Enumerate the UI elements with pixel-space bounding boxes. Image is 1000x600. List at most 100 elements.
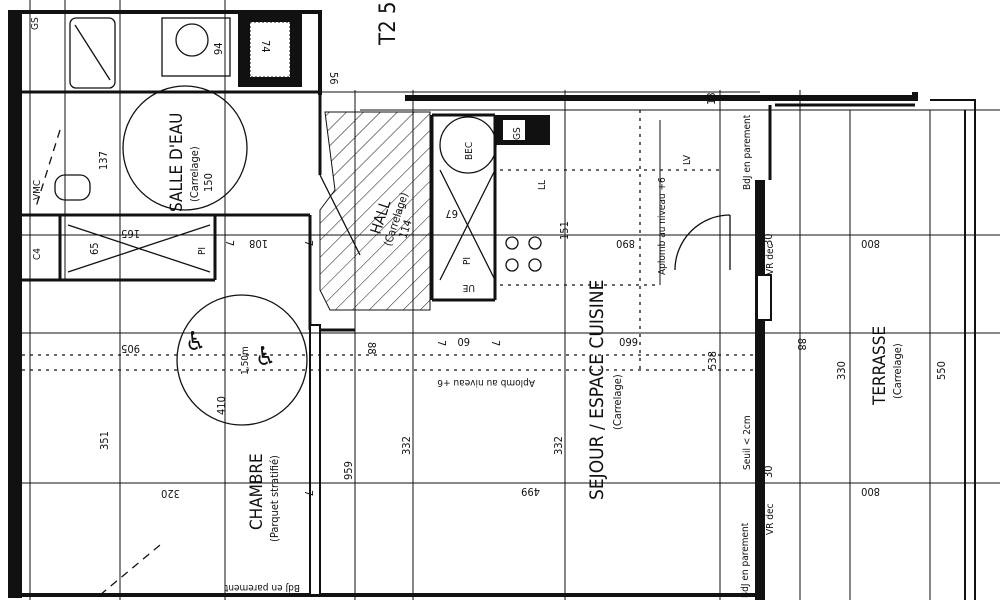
gs-label-2: GS (30, 17, 41, 30)
dim: 410 (215, 396, 228, 415)
dim: 56 (327, 72, 340, 85)
hall-hatched-area (319, 111, 431, 311)
lv-label: LV (682, 154, 693, 165)
dim: 330 (835, 361, 848, 380)
dim: 332 (400, 436, 413, 455)
dim: 30 (762, 465, 775, 478)
west-wall (8, 10, 22, 598)
dim: 88 (365, 342, 378, 355)
washbasin-bowl (175, 23, 209, 57)
pi-label-2: PI (197, 247, 208, 255)
ll-label: LL (537, 180, 548, 190)
dim: 7 (302, 490, 315, 496)
dim: 88 (795, 338, 808, 351)
dim: 890 (616, 237, 635, 250)
dim: 151 (558, 221, 571, 240)
dim: 30 (762, 233, 775, 246)
c4-label: C4 (32, 248, 43, 260)
svg-text:♿: ♿ (255, 342, 276, 372)
svg-text:♿: ♿ (185, 327, 206, 357)
dim: 538 (706, 351, 719, 370)
dim: 18 (705, 92, 718, 105)
bec-label: BEC (464, 142, 475, 160)
room-area-hall: 114 (396, 218, 414, 240)
fixtures (34, 17, 731, 596)
vr-dec-label-2: VR dec (765, 503, 776, 535)
dim: 320 (161, 487, 180, 500)
terrace-balustrade (930, 99, 976, 600)
aplomb-note: Aplomb au niveau +6 (437, 377, 535, 388)
terrace-edge (768, 103, 915, 180)
dim: 499 (521, 485, 540, 498)
dim: 94 (212, 42, 225, 55)
shower-tray (69, 17, 116, 89)
dimension-lines (22, 0, 1000, 600)
dim: 905 (121, 342, 140, 355)
dim: 800 (861, 485, 880, 498)
ue-label: UE (462, 282, 475, 293)
dim: 18 (10, 332, 23, 345)
pi-label: PI (462, 257, 473, 265)
gs-label: GS (512, 127, 523, 140)
unit-label: T2 51 (376, 0, 401, 46)
bedroom-wall (309, 324, 321, 596)
equipment-labels: BEC GS GS LV LL UE PI PI VR dec VR dec V… (30, 17, 776, 535)
dim: 7 (435, 340, 448, 346)
dim: 550 (935, 361, 948, 380)
north-wall-right (405, 92, 918, 101)
dim: 108 (249, 237, 268, 250)
door-swing-bedroom (99, 544, 161, 596)
window-pier (756, 274, 772, 321)
dim: 137 (97, 151, 110, 170)
bathroom-turning-circle (122, 85, 248, 211)
dim: 74 (259, 40, 272, 53)
room-name-salle-deau: SALLE D'EAU (167, 113, 187, 212)
room-name-chambre: CHAMBRE (247, 453, 267, 530)
facade-wall (755, 180, 765, 600)
room-labels: T2 51 SALLE D'EAU (Carrelage) 150 HALL (… (167, 0, 904, 542)
room-name-sejour: SEJOUR / ESPACE CUISINE (586, 280, 608, 500)
accessible-icons: ♿ ♿ (185, 327, 276, 372)
dim: 800 (861, 237, 880, 250)
bdj-note: BdJ en parement (224, 582, 300, 593)
dim: 7 (302, 240, 315, 246)
toilet (54, 174, 91, 201)
dim: 18 (10, 479, 23, 492)
kitchen-partitions (430, 113, 497, 302)
dim: 660 (619, 335, 638, 348)
turning-diameter: 1,50m (240, 346, 251, 375)
vmc-label: VMC (32, 180, 43, 200)
room-floor-salle-deau: (Carrelage) (188, 146, 201, 202)
vr-dec-label: VR dec (765, 243, 776, 275)
room-area-salle-deau: 150 (202, 173, 215, 192)
room-floor-chambre: (Parquet stratifié) (268, 455, 281, 542)
walls (8, 10, 976, 600)
door-swing-living (674, 214, 731, 271)
washbasin (161, 17, 231, 77)
cooktop-circle (439, 116, 497, 174)
dimension-labels: 905 351 320 410 959 332 332 499 538 330 … (10, 40, 948, 500)
dim: 67 (445, 207, 458, 220)
fridge-cross (439, 169, 496, 281)
room-floor-terrasse: (Carrelage) (891, 343, 904, 399)
storage-cross (67, 224, 211, 273)
dim: 7 (223, 240, 236, 246)
aplomb-note-2: Aplomb au niveau +6 (657, 177, 668, 275)
bdj-note-2: BdJ en parement (742, 114, 753, 190)
door-hall (319, 174, 361, 256)
dim: 7 (489, 340, 502, 346)
dim: 60 (457, 335, 470, 348)
gs-box (503, 120, 525, 140)
dim: 332 (552, 436, 565, 455)
duct (249, 21, 291, 78)
bdj-note-3: BdJ en parement (740, 522, 751, 598)
room-name-terrasse: TERRASSE (870, 326, 890, 406)
dim: 165 (121, 227, 140, 240)
dim: 351 (98, 431, 111, 450)
room-floor-sejour: (Carrelage) (611, 374, 624, 430)
notes: Aplomb au niveau +6 Aplomb au niveau +6 … (224, 114, 753, 598)
dim: 18 (10, 233, 23, 246)
seuil-note: Seuil < 2cm (742, 415, 753, 470)
